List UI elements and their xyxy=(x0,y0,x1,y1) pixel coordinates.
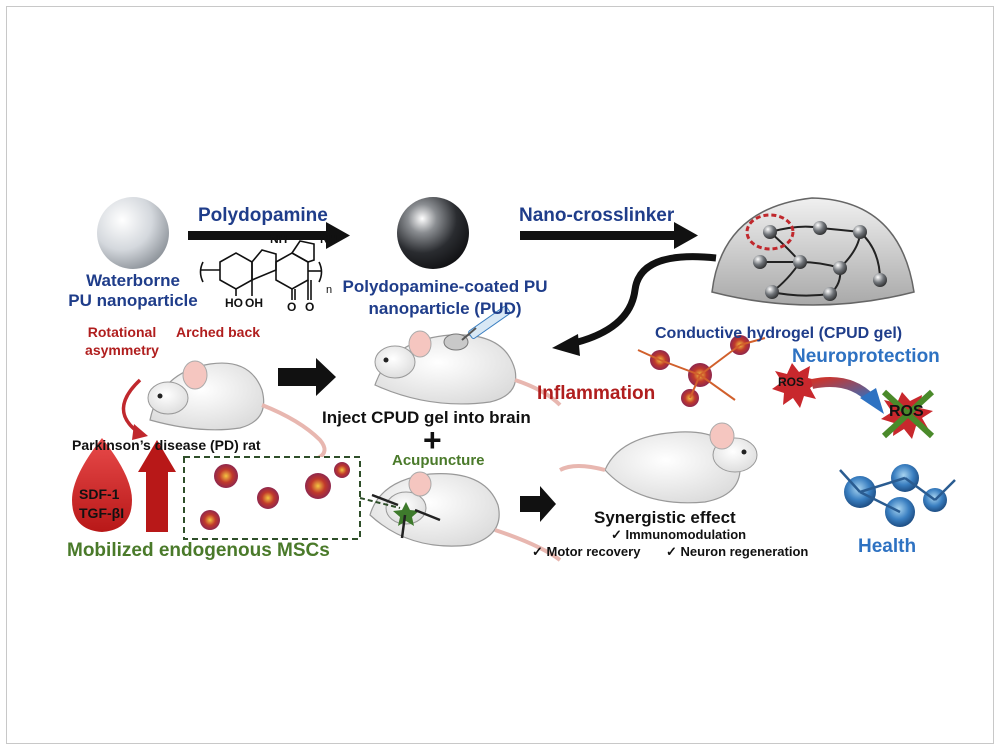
pud-label-2: nanoparticle (PUD) xyxy=(368,299,522,318)
arrow-to-injection xyxy=(278,358,336,396)
arrow-nano-crosslinker xyxy=(520,222,698,249)
neuroprotection-label: Neuroprotection xyxy=(792,346,940,367)
inflammation-cells xyxy=(637,335,766,407)
curved-arrow-to-injection xyxy=(552,253,717,356)
acupuncture-rat xyxy=(369,471,562,562)
healthy-neurons xyxy=(839,464,956,527)
synergistic-label: Synergistic effect xyxy=(594,508,736,527)
tgf-label: TGF-βI xyxy=(79,505,125,521)
highlight-circle xyxy=(745,213,795,251)
waterborne-pu-sphere xyxy=(97,197,169,269)
chem-oh: OH xyxy=(245,296,263,310)
msc-cells xyxy=(200,462,350,530)
chem-o-1: O xyxy=(287,300,297,314)
polydopamine-structure xyxy=(199,240,323,300)
waterborne-pu-label-2: PU nanoparticle xyxy=(68,291,198,310)
nano-crosslinker-label: Nano-crosslinker xyxy=(519,205,675,226)
sdf1-label: SDF-1 xyxy=(79,486,120,502)
pd-rat xyxy=(147,360,327,460)
pud-sphere xyxy=(397,197,469,269)
acupuncture-label: Acupuncture xyxy=(392,452,485,469)
parkinsons-label: Parkinson’s disease (PD) rat xyxy=(72,437,261,453)
hydrogel-dome xyxy=(711,197,915,306)
figure-border xyxy=(6,6,994,744)
arrow-to-synergistic xyxy=(520,486,556,522)
immunomodulation-label: ✓ Immunomodulation xyxy=(611,527,747,542)
mobilized-mscs-label: Mobilized endogenous MSCs xyxy=(67,540,330,561)
hydrogel-nodes xyxy=(753,221,887,301)
health-label: Health xyxy=(858,536,917,557)
upregulation-arrow xyxy=(138,440,176,532)
ros-burst-1 xyxy=(772,363,820,408)
rotational-label-1: Rotational xyxy=(87,324,157,340)
motor-recovery-label: ✓ Motor recovery xyxy=(532,544,641,559)
neuron-regeneration-label: ✓ Neuron regeneration xyxy=(666,544,809,559)
msc-pointer xyxy=(359,497,401,509)
conductive-hydrogel-label: Conductive hydrogel (CPUD gel) xyxy=(655,325,903,342)
ros-cross xyxy=(881,389,935,439)
ros-label-1: ROS xyxy=(778,375,805,389)
healthy-rat xyxy=(559,422,758,504)
rotational-label-2: asymmetry xyxy=(85,342,159,358)
arrow-polydopamine xyxy=(188,222,350,249)
ros-label-2: ROS xyxy=(889,403,924,420)
chem-nh-1: NH xyxy=(270,232,288,246)
waterborne-pu-label-1: Waterborne xyxy=(86,271,180,290)
plus-sign: + xyxy=(423,422,442,458)
chem-ho: HO xyxy=(225,296,243,310)
neuroprotection-arrow xyxy=(810,377,884,414)
arched-back-label: Arched back xyxy=(176,324,261,340)
injected-rat xyxy=(374,305,562,407)
pud-label-1: Polydopamine-coated PU xyxy=(342,277,548,296)
polydopamine-label: Polydopamine xyxy=(198,205,328,226)
inject-label: Inject CPUD gel into brain xyxy=(322,408,531,427)
inflammation-label: Inflammation xyxy=(537,383,656,404)
chem-o-2: O xyxy=(305,300,315,314)
rotation-arrow xyxy=(121,378,142,434)
blood-drop xyxy=(72,438,132,532)
chem-nh-2: NH xyxy=(320,232,338,246)
chem-n-subscript: n xyxy=(326,284,333,296)
